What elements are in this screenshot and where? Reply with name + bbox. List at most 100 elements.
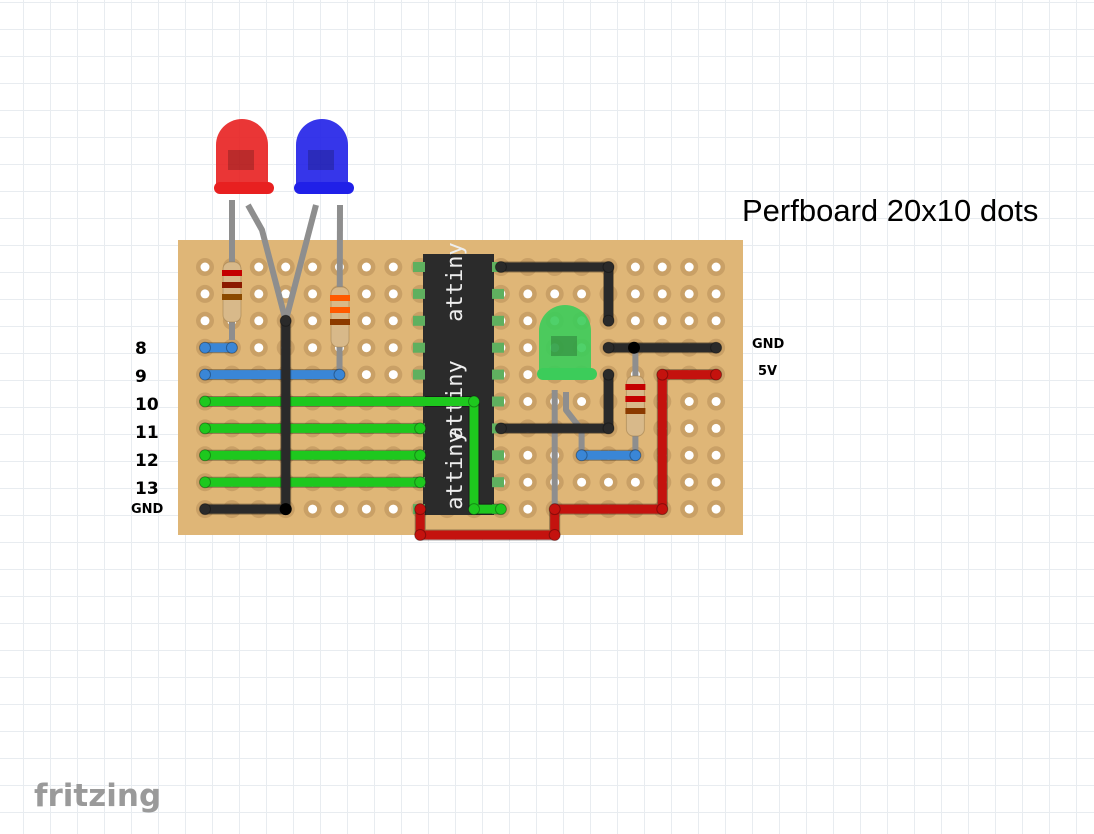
blue-led-body	[296, 119, 348, 190]
chip-pin	[492, 342, 504, 353]
chip-pin	[492, 369, 504, 380]
black-wire-gnd-end	[279, 314, 292, 327]
power-label-gnd: GND	[752, 337, 785, 352]
hole	[657, 262, 667, 272]
chip-label: attiny	[443, 430, 468, 509]
black-wire-end	[602, 422, 615, 435]
hole	[388, 262, 398, 272]
hole	[200, 262, 210, 272]
chip-pin	[413, 342, 425, 353]
blue-led-rim	[294, 182, 354, 194]
hole	[657, 316, 667, 326]
green-wire-12-end	[414, 449, 427, 462]
hole	[523, 504, 533, 514]
hole	[657, 289, 667, 299]
hole	[630, 289, 640, 299]
hole	[361, 316, 371, 326]
green-led-rim	[537, 368, 597, 380]
pin-label-10: 10	[135, 395, 159, 415]
hole	[308, 504, 318, 514]
black-wire-end	[602, 261, 615, 273]
attiny-chip	[423, 254, 494, 515]
hole	[308, 343, 318, 353]
green-wire-10-end	[468, 395, 480, 408]
hole	[711, 477, 721, 487]
junction-dot	[628, 341, 640, 354]
hole	[200, 289, 210, 299]
hole	[361, 262, 371, 272]
red-wire-5v-end	[414, 503, 427, 516]
resistor-orange	[330, 286, 350, 348]
resistor-orange-band	[330, 295, 350, 301]
hole	[630, 316, 640, 326]
black-wire-gnd-rail-end	[602, 341, 615, 354]
resistor-red-band	[222, 270, 242, 276]
black-wire-end	[602, 368, 615, 381]
resistor-orange-band	[330, 319, 350, 325]
hole	[684, 477, 694, 487]
green-wire-11-end	[414, 422, 427, 435]
resistor-green-band	[625, 408, 646, 414]
hole	[604, 477, 613, 487]
black-wire-end	[602, 314, 615, 327]
resistor-orange-band	[330, 307, 350, 313]
green-wire-13-end	[199, 476, 211, 489]
red-led-rim	[214, 182, 274, 194]
hole	[523, 450, 533, 460]
blue-wire-end	[225, 341, 238, 354]
pin-label-8: 8	[135, 339, 147, 359]
hole	[254, 316, 264, 326]
hole	[684, 262, 694, 272]
hole	[361, 343, 371, 353]
red-wire-5v-end	[710, 368, 723, 381]
green-wire-13-end	[414, 476, 427, 489]
chip-pin	[492, 450, 504, 461]
hole	[523, 316, 533, 326]
hole	[630, 477, 640, 487]
hole	[550, 289, 560, 299]
resistor-red-band	[222, 294, 242, 300]
pin-label-13: 13	[135, 479, 159, 499]
green-wire-10	[200, 397, 506, 514]
hole	[684, 289, 694, 299]
hole	[684, 397, 694, 406]
hole	[711, 397, 721, 406]
green-led	[537, 305, 597, 380]
black-wire-end	[494, 261, 507, 273]
chip-pin	[413, 262, 425, 272]
blue-wire-end	[629, 449, 642, 462]
hole	[388, 343, 398, 353]
red-wire-5v-end	[548, 503, 561, 516]
hole	[684, 504, 694, 514]
green-led-body	[539, 305, 591, 376]
blue-wire-end	[333, 368, 346, 381]
pin-label-12: 12	[135, 451, 159, 471]
chip-pin	[492, 396, 504, 407]
junction-dot	[279, 503, 292, 516]
blue-led-leg	[282, 204, 319, 322]
board-title: Perfboard 20x10 dots	[742, 193, 1039, 228]
hole	[577, 289, 587, 299]
hole	[523, 477, 533, 487]
pin-label-gnd: GND	[131, 502, 164, 517]
blue-led	[294, 119, 354, 194]
chip-pin	[492, 477, 504, 488]
red-led-leg	[245, 203, 289, 322]
chip-pin	[413, 315, 425, 326]
chip-pin	[413, 369, 425, 380]
red-wire-5v-end	[656, 503, 669, 516]
hole	[308, 289, 318, 299]
hole	[388, 289, 398, 299]
red-wire-5v-end	[656, 368, 669, 381]
red-wire-5v-end	[414, 529, 427, 541]
blue-wire-end	[199, 341, 211, 354]
hole	[335, 504, 344, 514]
hole	[388, 370, 398, 380]
green-wire-10-end	[468, 503, 480, 516]
hole	[711, 450, 721, 460]
resistor-green	[625, 375, 645, 437]
hole	[308, 316, 318, 326]
hole	[254, 343, 264, 353]
